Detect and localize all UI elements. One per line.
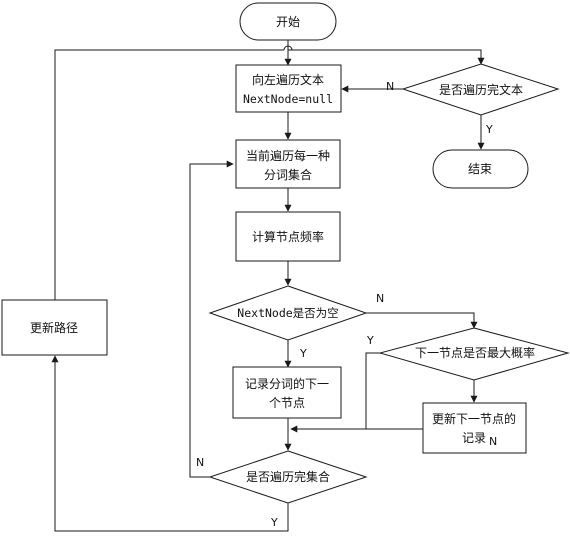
update-path-box: 更新路径 — [1, 299, 108, 356]
done-text-label: 是否遍历完文本 — [439, 82, 523, 97]
done-set-yes-label: Y — [270, 516, 278, 529]
each-segment-label-1: 当前遍历每一种 — [246, 148, 330, 163]
each-segment-box: 当前遍历每一种 分词集合 — [235, 139, 341, 189]
max-prob-no-label: N — [489, 435, 497, 448]
traverse-left-label-2: NextNode=null — [243, 92, 333, 106]
edge-start-to-done-text — [288, 49, 485, 65]
done-text-yes-label: Y — [485, 123, 493, 136]
update-path-label: 更新路径 — [30, 320, 78, 335]
max-prob-decision: 下一节点是否最大概率 — [378, 327, 570, 381]
update-record-box: 更新下一节点的 记录 — [422, 402, 527, 454]
record-label-2: 个节点 — [269, 396, 305, 410]
done-text-no-label: N — [386, 80, 394, 93]
each-segment-label-2: 分词集合 — [264, 167, 312, 182]
calc-freq-box: 计算节点频率 — [235, 211, 341, 262]
max-prob-yes-label: Y — [366, 334, 374, 347]
edge-jump-arc — [283, 45, 293, 51]
edge-max-prob-yes — [290, 352, 380, 433]
edge-done-set-no — [189, 160, 234, 478]
update-record-label-1: 更新下一节点的 — [432, 411, 516, 426]
edge-done-set-yes — [51, 355, 289, 532]
record-box: 记录分词的下一 个节点 — [232, 366, 342, 419]
end-terminal: 结束 — [432, 149, 529, 189]
traverse-left-label-1: 向左遍历文本 — [252, 72, 324, 87]
done-text-decision: 是否遍历完文本 — [401, 63, 560, 116]
end-label: 结束 — [468, 162, 492, 176]
start-terminal: 开始 — [239, 2, 337, 41]
nextnode-empty-decision: NextNode是否为空 — [208, 285, 368, 341]
nextnode-yes-label: Y — [299, 347, 307, 360]
nextnode-no-label: N — [376, 292, 384, 305]
done-set-no-label: N — [196, 456, 204, 469]
traverse-left-box: 向左遍历文本 NextNode=null — [235, 64, 342, 113]
record-label-1: 记录分词的下一 — [245, 376, 329, 391]
nextnode-empty-label: NextNode是否为空 — [237, 306, 338, 320]
max-prob-label: 下一节点是否最大概率 — [415, 345, 535, 360]
done-set-decision: 是否遍历完集合 — [208, 450, 368, 504]
calc-freq-label: 计算节点频率 — [252, 229, 324, 244]
edge-update-path-to-top — [54, 49, 284, 300]
done-set-label: 是否遍历完集合 — [246, 469, 330, 484]
update-record-label-2: 记录 — [462, 431, 486, 445]
edge-nextnode-no — [366, 312, 478, 329]
start-label: 开始 — [276, 15, 300, 29]
